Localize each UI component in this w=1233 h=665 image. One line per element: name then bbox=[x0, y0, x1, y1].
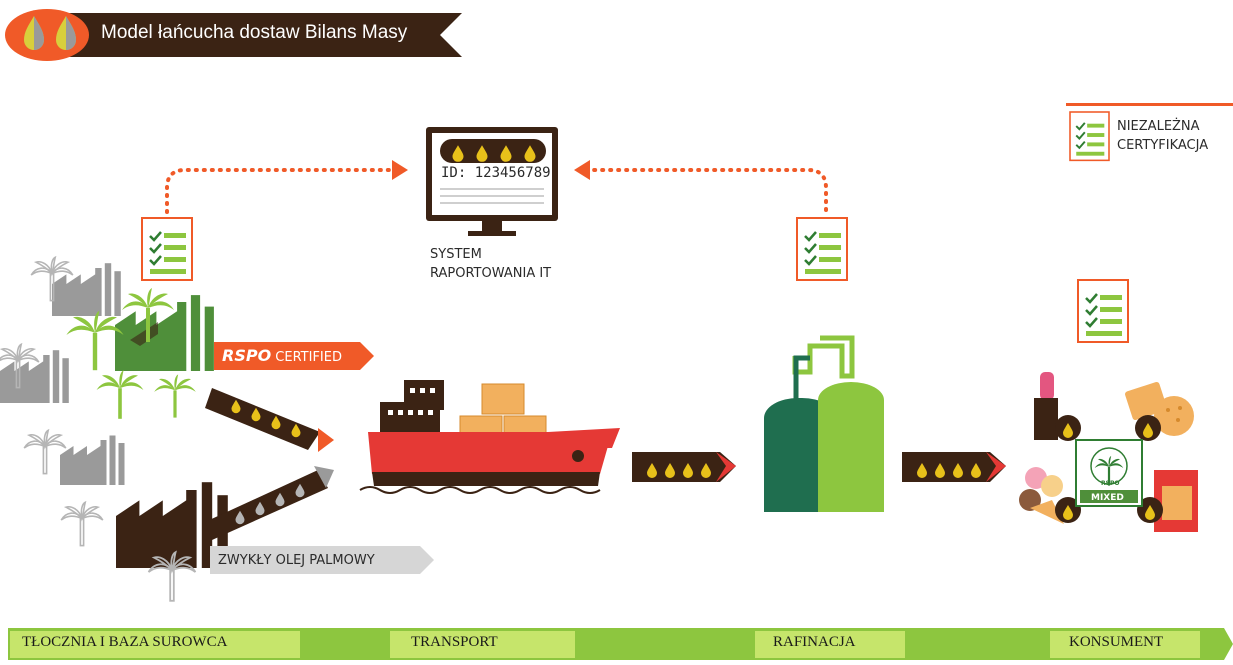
consumer-products bbox=[1019, 372, 1198, 532]
palm-tree-icon bbox=[96, 370, 144, 419]
palm-tree-icon bbox=[154, 374, 196, 418]
cereal-box-icon bbox=[1154, 470, 1198, 532]
checklist-icon bbox=[140, 216, 194, 282]
title-badge bbox=[5, 9, 462, 61]
legend-text-line2: CERTYFIKACJA bbox=[1117, 138, 1209, 153]
legend-text-line1: NIEZALEŻNA bbox=[1117, 119, 1200, 134]
factory-icon bbox=[60, 435, 125, 485]
refinery-tank-icon bbox=[764, 335, 884, 512]
it-system-label-line2: RAPORTOWANIA IT bbox=[430, 266, 552, 281]
rspo-mixed-logo bbox=[1075, 439, 1143, 507]
oil-drop-icon bbox=[56, 16, 76, 50]
mixed-badge: MIXED bbox=[1091, 493, 1124, 503]
dotted-arrow-left bbox=[165, 160, 408, 214]
rspo-certified-label: RSPO CERTIFIED bbox=[222, 346, 342, 365]
page-title: Model łańcucha dostaw Bilans Masy bbox=[101, 22, 408, 43]
arrow-icon bbox=[632, 452, 736, 482]
plain-conveyor bbox=[205, 466, 334, 540]
plain-factory bbox=[116, 482, 228, 602]
it-system-id: ID: 123456789 bbox=[441, 165, 551, 181]
rspo-certified-text: CERTIFIED bbox=[271, 350, 342, 365]
factory-icon bbox=[115, 295, 214, 371]
ice-cream-icon bbox=[1019, 467, 1064, 524]
plain-oil-banner bbox=[210, 546, 434, 574]
it-system-label-line1: SYSTEM bbox=[430, 247, 482, 262]
rspo-brand: RSPO bbox=[222, 346, 272, 365]
palm-tree-icon bbox=[60, 501, 104, 547]
stage-label-refining: RAFINACJA bbox=[773, 634, 856, 650]
biscuit-icon bbox=[1125, 381, 1194, 436]
certified-conveyor bbox=[205, 388, 334, 452]
checklist-icon bbox=[1076, 278, 1130, 344]
legend bbox=[1066, 103, 1233, 162]
lipstick-icon bbox=[1034, 372, 1058, 440]
stage-label-consumer: KONSUMENT bbox=[1069, 634, 1164, 650]
grey-factories bbox=[0, 263, 125, 485]
rspo-certified-banner bbox=[214, 342, 374, 370]
stage-label-transport: TRANSPORT bbox=[411, 634, 498, 650]
dotted-arrow-right bbox=[574, 160, 828, 212]
palm-tree-icon bbox=[23, 429, 67, 475]
stage-label-mill: TŁOCZNIA I BAZA SUROWCA bbox=[22, 634, 228, 650]
checklist-icon bbox=[795, 216, 849, 282]
plain-oil-label: ZWYKŁY OLEJ PALMOWY bbox=[218, 553, 375, 568]
ship-icon bbox=[359, 380, 620, 494]
monitor-icon bbox=[426, 127, 558, 236]
oil-drop-icon bbox=[24, 16, 44, 50]
certified-factory bbox=[66, 288, 214, 419]
rspo-logo-text: RSPO bbox=[1101, 480, 1120, 487]
checklist-icon bbox=[1069, 111, 1110, 162]
arrow-icon bbox=[902, 452, 1006, 482]
stage-bar bbox=[8, 628, 1233, 660]
